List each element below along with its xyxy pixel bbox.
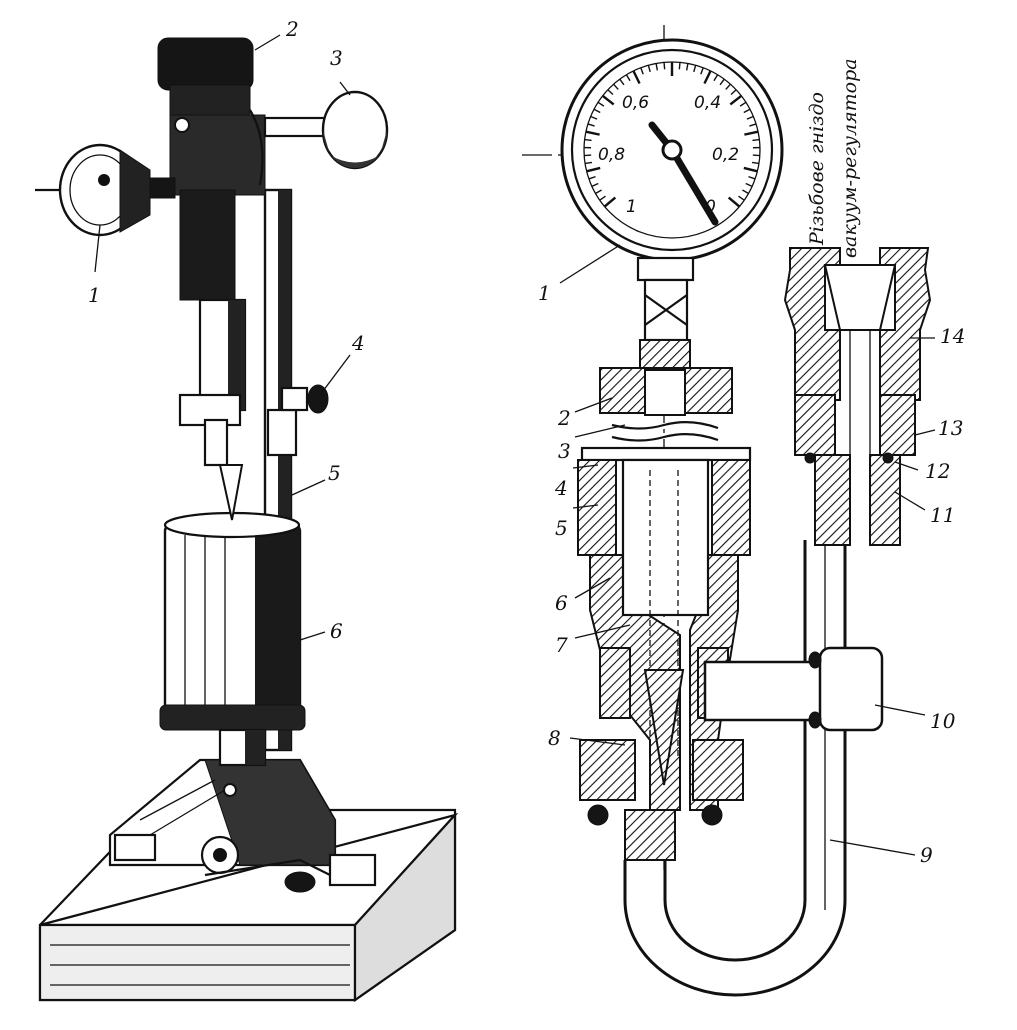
gauge-tick bbox=[599, 195, 606, 201]
dial-label-0-2: 0,2 bbox=[712, 145, 739, 165]
right-label-7: 7 bbox=[555, 633, 568, 657]
gauge-tick bbox=[584, 138, 592, 142]
lever-weight bbox=[263, 90, 389, 170]
gauge-tick bbox=[632, 70, 641, 85]
gauge-tick bbox=[693, 65, 697, 73]
gauge-tick bbox=[603, 196, 617, 208]
right-label-9: 9 bbox=[920, 843, 933, 867]
right-label-5: 5 bbox=[555, 516, 568, 540]
threaded-fitting bbox=[783, 247, 932, 546]
right-label-6: 6 bbox=[555, 591, 568, 615]
right-label-11: 11 bbox=[930, 503, 955, 527]
gauge-tick bbox=[751, 161, 760, 165]
gauge-tick bbox=[584, 161, 593, 165]
left-label-3: 3 bbox=[330, 46, 343, 70]
gauge-tick bbox=[601, 94, 615, 106]
gauge-tick bbox=[729, 94, 743, 106]
left-dial-indicator bbox=[35, 143, 176, 237]
stand-apparatus bbox=[35, 34, 459, 1003]
head-assembly bbox=[157, 37, 266, 521]
left-label-2: 2 bbox=[285, 17, 299, 41]
right-label-8: 8 bbox=[548, 726, 561, 750]
gauge-tick bbox=[663, 62, 666, 70]
gauge-tick bbox=[591, 182, 599, 187]
gauge-ticks bbox=[584, 62, 760, 208]
gauge-tick bbox=[713, 74, 719, 82]
gauge-tick bbox=[587, 123, 595, 127]
gauge-tick bbox=[725, 83, 731, 90]
gauge-tick bbox=[593, 108, 601, 114]
pedestal bbox=[108, 758, 377, 893]
gauge-tick bbox=[719, 78, 725, 86]
gauge-tick bbox=[586, 166, 601, 173]
gauge-tick bbox=[607, 89, 614, 96]
dial-label-0-4: 0,4 bbox=[694, 93, 721, 113]
left-label-4: 4 bbox=[351, 331, 365, 355]
left-label-5: 5 bbox=[328, 461, 341, 485]
gauge-tick bbox=[742, 189, 749, 195]
right-label-3: 3 bbox=[558, 439, 571, 463]
pressure-gauge bbox=[560, 38, 784, 342]
gauge-tick bbox=[647, 65, 651, 73]
right-label-14: 14 bbox=[940, 324, 965, 348]
caption-line-2: вакуум-регулятора bbox=[839, 58, 861, 258]
gauge-tick bbox=[744, 130, 759, 136]
gauge-tick bbox=[613, 83, 619, 90]
gauge-tick bbox=[738, 195, 745, 201]
gauge-tick bbox=[655, 63, 659, 71]
dial-label-0-8: 0,8 bbox=[598, 145, 625, 165]
gauge-tick bbox=[595, 189, 602, 195]
cylinder bbox=[159, 511, 306, 767]
dial-label-0: 0 bbox=[705, 197, 716, 217]
clamp-screw bbox=[280, 384, 329, 414]
gauge-tick bbox=[700, 67, 704, 75]
gauge-tick bbox=[727, 196, 741, 208]
gauge-tick bbox=[746, 115, 754, 120]
left-label-6: 6 bbox=[330, 619, 343, 643]
gauge-tick bbox=[678, 62, 681, 70]
gauge-tick bbox=[703, 70, 712, 85]
gauge-tick bbox=[640, 67, 644, 75]
gauge-tick bbox=[749, 123, 757, 127]
gauge-tick bbox=[748, 175, 756, 180]
gauge-tick bbox=[597, 101, 605, 107]
gauge-tick bbox=[743, 166, 758, 173]
left-label-1: 1 bbox=[88, 283, 101, 307]
sectional-view bbox=[522, 25, 936, 997]
dial-label-0-6: 0,6 bbox=[622, 93, 649, 113]
caption-line-1: Різьбове гніздо bbox=[806, 92, 828, 246]
gauge-tick bbox=[739, 101, 747, 107]
right-label-13: 13 bbox=[938, 416, 963, 440]
gauge-tick bbox=[743, 108, 751, 114]
gauge-tick bbox=[752, 138, 760, 142]
right-label-4: 4 bbox=[554, 476, 568, 500]
right-label-2: 2 bbox=[557, 406, 571, 430]
gauge-tick bbox=[625, 74, 631, 82]
cross-tube bbox=[703, 646, 884, 732]
gauge-tick bbox=[685, 63, 689, 71]
right-label-10: 10 bbox=[930, 709, 956, 733]
upper-nut bbox=[599, 339, 733, 442]
gauge-tick bbox=[590, 115, 598, 120]
gauge-tick bbox=[730, 89, 737, 96]
gauge-tick bbox=[619, 78, 625, 86]
right-label-12: 12 bbox=[925, 459, 950, 483]
gauge-tick bbox=[745, 182, 753, 187]
u-tube bbox=[623, 540, 847, 997]
gauge-tick bbox=[588, 175, 596, 180]
right-label-1: 1 bbox=[538, 281, 551, 305]
gauge-tick bbox=[585, 130, 600, 136]
dial-label-1: 1 bbox=[626, 197, 637, 217]
valve-housing bbox=[577, 446, 752, 826]
